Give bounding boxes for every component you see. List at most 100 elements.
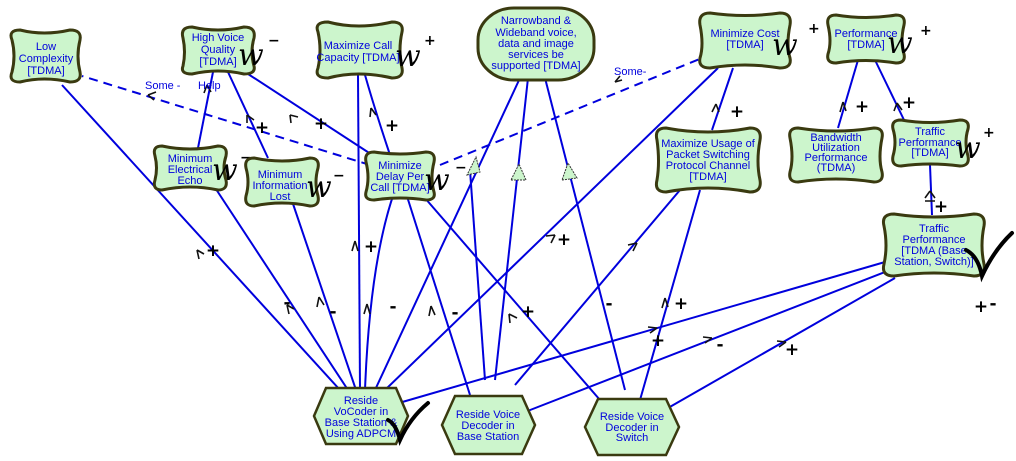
node-label: Minimize [378,160,421,172]
decomposition-triangle [466,155,481,176]
node-label: Performance [899,137,962,149]
weak-negative-label-icon: w [212,153,238,188]
task-reside-decoder-base-station[interactable]: Reside Voice Decoder in Base Station [440,394,537,456]
contribution-plus: + [974,297,988,317]
task-shape [583,397,681,457]
node-label: VoCoder in [334,406,388,418]
softgoal-shape [891,118,970,168]
task-shape [312,386,410,446]
node-label: Minimize Cost [710,28,779,40]
weak-positive-label-icon: w [887,26,913,61]
contribution-minus: - [283,293,290,313]
task-reside-decoder-switch[interactable]: Reside Voice Decoder in Switch [583,397,681,457]
weak-positive-sign: + [424,33,436,49]
weak-negative-sign: − [333,168,345,184]
weak-positive-label-icon: w [955,131,981,166]
link-decbs-nb [494,77,529,381]
and-decomposition-markers [466,155,578,181]
node-label: Reside Voice [456,409,520,421]
contribution-minus: - [451,303,458,323]
link-delay-to-mincost [439,57,703,166]
node-label: Information [252,180,307,192]
contribution-labels: + + + + + + + + - - - - - - + + + + + - … [206,93,997,360]
softgoal-maximize-call-capacity[interactable]: Maximize Call Capacity [TDMA] w + [315,20,436,80]
contribution-minus: - [389,297,396,317]
weak-positive-label-icon: w [395,39,421,74]
node-label: Traffic [919,223,949,235]
arrow-icon [545,234,556,244]
link-decsw-packet [639,189,701,401]
link-vocoder-nb [374,77,521,391]
arrow-icon [428,305,436,317]
node-label: [TDMA] [911,147,948,159]
arrow-icon [508,313,518,324]
softgoal-minimum-electrical-echo[interactable]: Minimum Electrical Echo w − [152,144,252,192]
softgoal-performance[interactable]: Performance [TDMA] w + [826,13,932,65]
arrow-icon [316,296,325,308]
link-vocoder-lowcomplexity [61,84,341,391]
node-label: Traffic [915,126,945,138]
weak-negative-sign: − [268,33,280,49]
arrow-icon [711,103,720,113]
softgoal-minimize-cost[interactable]: Minimize Cost [TDMA] w + [698,11,820,70]
contribution-plus: + [206,241,220,261]
arrowheads [147,75,936,348]
node-label: [TDMA] [726,39,763,51]
softgoal-traffic-performance[interactable]: Traffic Performance [TDMA] w + [891,118,995,168]
decomposition-triangle [510,162,527,181]
decomposition-triangle [561,161,578,181]
arrow-icon [776,340,787,348]
link-decsw-nb [544,77,626,391]
softgoal-bandwidth-utilization[interactable]: Bandwidth Utilization Performance (TDMA) [788,126,884,184]
contribution-plus: + [785,340,799,360]
arrow-icon [246,114,255,123]
edge-label-some-minus: Some - [145,80,181,92]
softgoal-shape [654,126,762,194]
link-bandwidth-perf [837,59,859,129]
weak-negative-label-icon: w [238,38,264,73]
softgoal-shape [364,150,436,202]
softgoal-low-complexity[interactable]: Low Complexity [TDMA] [9,28,82,84]
link-decbs-mincost-dash [469,169,486,381]
contribution-plus: + [902,93,916,113]
weak-negative-label-icon: w [306,170,332,205]
hardgoal-narrowband-services[interactable]: Narrowband & Wideband voice, data and im… [476,6,596,82]
arrow-icon [702,336,713,344]
softgoal-minimum-information-lost[interactable]: Minimum Information Lost w − [244,156,345,208]
task-shape [440,394,537,456]
link-packet-mincost [711,67,734,131]
softgoal-maximize-packet-switching[interactable]: Maximize Usage of Packet Switching Proto… [654,126,762,194]
link-decbs-packet [514,189,681,386]
softgoal-minimize-delay-per-call[interactable]: Minimize Delay Per Call [TDMA] w − [364,150,467,202]
task-reside-vocoder[interactable]: Reside VoCoder in Base Station & Using A… [312,386,430,447]
links [61,57,933,413]
node-label: Reside [344,395,378,407]
link-vocoder-mcc [357,74,361,391]
node-label: Maximize Usage of [661,138,755,150]
node-label: Performance [805,152,868,164]
contribution-minus: - [989,294,996,314]
node-label: Base Station [457,431,519,443]
node-label: Utilization [812,142,860,154]
link-vocoder-trafficbs [391,261,886,406]
node-label: Reside Voice [600,411,664,423]
link-vocoder-echo [209,179,349,391]
arrow-icon [196,249,205,260]
weak-negative-sign: − [240,150,252,166]
node-label: Station, Switch)] [894,256,973,268]
node-label: supported [TDMA] [491,60,580,72]
node-label: Protocol Channel [666,160,750,172]
arrow-icon [369,107,377,118]
node-label: data and image [498,38,574,50]
node-label: Wideband voice, [495,27,576,39]
link-delay-to-lowcomplexity [81,75,371,166]
softgoal-high-voice-quality[interactable]: High Voice Quality [TDMA] w − [180,25,280,76]
hardgoal-shape [476,6,596,82]
node-label: [TDMA] [199,56,236,68]
softgoal-shape [152,144,228,192]
satisficed-check-icon [964,231,1014,283]
arrow-icon [147,91,157,101]
softgoal-shape [882,212,986,278]
softgoal-traffic-performance-bs-switch[interactable]: Traffic Performance [TDMA (Base Station,… [882,212,1014,283]
